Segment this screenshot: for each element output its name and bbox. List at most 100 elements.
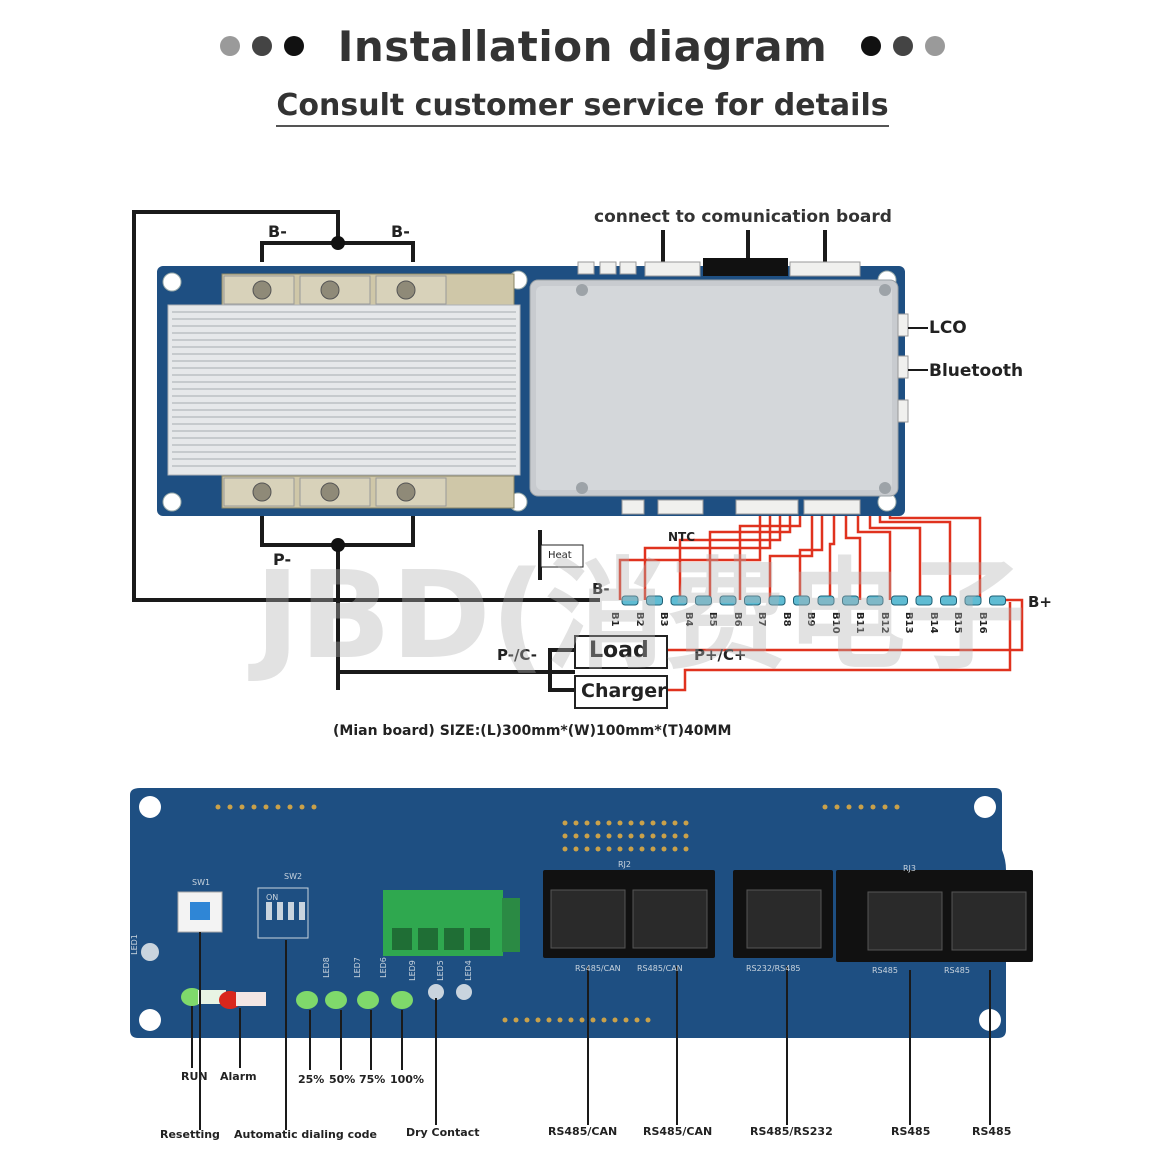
header-pin xyxy=(546,1017,552,1023)
dot-right-1 xyxy=(861,36,882,56)
label-50: 50% xyxy=(329,1073,356,1086)
dot-left-3 xyxy=(283,36,304,56)
header-pin xyxy=(628,846,634,852)
header-pin xyxy=(590,1017,596,1023)
subtitle-wrap: Consult customer service for details xyxy=(0,88,1165,127)
sw1-button xyxy=(190,902,210,920)
header-pin xyxy=(650,833,656,839)
comm-leader-lines xyxy=(191,932,991,1130)
header-pin xyxy=(639,820,645,826)
heat-box xyxy=(540,544,584,568)
silk-led7: LED7 xyxy=(352,957,362,978)
header-pin xyxy=(535,1017,541,1023)
header-pin xyxy=(683,820,689,826)
label-75: 75% xyxy=(359,1073,386,1086)
silk-led9: LED9 xyxy=(407,960,417,981)
cell-connector-b4 xyxy=(695,595,712,606)
charger-box xyxy=(574,675,668,709)
label-dry-contact: Dry Contact xyxy=(406,1126,480,1139)
shield-plate-inner xyxy=(536,286,892,490)
header-pin xyxy=(628,820,634,826)
silk-led1: LED1 xyxy=(129,934,139,955)
comm-board-diagram xyxy=(130,788,1033,1130)
label-rs485-1: RS485 xyxy=(891,1125,931,1138)
dot-right-3 xyxy=(925,36,946,56)
header-pin xyxy=(846,804,852,810)
header-pin xyxy=(894,804,900,810)
silk-on: ON xyxy=(266,893,279,902)
header-pin xyxy=(617,833,623,839)
silk-rj3: RJ3 xyxy=(903,864,917,873)
header-pin xyxy=(623,1017,629,1023)
label-b-plus: B+ xyxy=(1028,593,1053,611)
load-box xyxy=(574,635,668,669)
header-pin xyxy=(601,1017,607,1023)
label-dialing-code: Automatic dialing code xyxy=(234,1128,377,1141)
header-pin xyxy=(661,833,667,839)
cell-connector-b11 xyxy=(866,595,884,606)
label-lco: LCO xyxy=(929,318,967,338)
dry-contact-plug xyxy=(502,898,520,952)
title-row: Installation diagram xyxy=(0,18,1165,74)
b-minus-loop-wire xyxy=(132,210,600,602)
shield-screws xyxy=(576,284,891,494)
cell-connector-b2 xyxy=(646,595,663,606)
header-pin xyxy=(661,846,667,852)
bottom-connectors xyxy=(621,499,861,515)
header-pin xyxy=(573,820,579,826)
top-connectors xyxy=(577,258,861,277)
silk-rs485-a: RS485 xyxy=(872,966,898,975)
header-pin xyxy=(595,846,601,852)
cell-connector-b9 xyxy=(817,595,835,606)
page-subtitle: Consult customer service for details xyxy=(276,88,889,127)
header-pin xyxy=(513,1017,519,1023)
silk-sw2: SW2 xyxy=(284,872,303,881)
header-pin xyxy=(858,804,864,810)
header-pin xyxy=(606,846,612,852)
header-pin xyxy=(562,833,568,839)
heatsink-fins xyxy=(172,311,516,467)
silk-led8: LED8 xyxy=(321,957,331,978)
label-rs485-2: RS485 xyxy=(972,1125,1012,1138)
header-pin xyxy=(628,833,634,839)
header-pin xyxy=(562,820,568,826)
label-bluetooth: Bluetooth xyxy=(929,361,1024,381)
header-pin xyxy=(579,1017,585,1023)
side-pointer-lines xyxy=(908,327,928,371)
header-pin xyxy=(882,804,888,810)
header-pin xyxy=(606,833,612,839)
cell-connector-b5 xyxy=(719,595,737,606)
header-pin xyxy=(584,846,590,852)
header-pin xyxy=(822,804,828,810)
cell-connector-b13 xyxy=(915,595,933,606)
silk-rs485can-a: RS485/CAN xyxy=(575,964,621,973)
terminal-screws xyxy=(392,928,490,950)
header-pin xyxy=(299,804,305,810)
page-title: Installation diagram xyxy=(337,21,828,71)
label-load: Load xyxy=(589,638,649,663)
header-pin xyxy=(683,833,689,839)
header-pin xyxy=(639,846,645,852)
header-pin xyxy=(311,804,317,810)
header-pin xyxy=(275,804,281,810)
silk-sw1: SW1 xyxy=(192,878,211,887)
silk-led4: LED4 xyxy=(463,960,473,981)
silk-rs485-b: RS485 xyxy=(944,966,970,975)
header-pin xyxy=(562,846,568,852)
silk-led6: LED6 xyxy=(378,957,388,978)
label-p-c-minus: P-/C- xyxy=(497,646,538,664)
header-pin xyxy=(661,820,667,826)
leds xyxy=(141,943,472,1009)
charger-minus-wire xyxy=(548,648,575,692)
header-pin xyxy=(650,820,656,826)
header-pin xyxy=(584,833,590,839)
dot-left-2 xyxy=(251,36,272,56)
comm-pointer-lines xyxy=(661,230,827,262)
silk-rj2: RJ2 xyxy=(618,860,632,869)
cell-connector-b16 xyxy=(989,595,1006,606)
label-p-c-plus: P+/C+ xyxy=(694,646,747,664)
cell-connector-b15 xyxy=(964,595,982,606)
watermark: JBD(消费电子 xyxy=(255,547,1026,686)
header-pin xyxy=(834,804,840,810)
label-run: RUN xyxy=(181,1070,208,1083)
